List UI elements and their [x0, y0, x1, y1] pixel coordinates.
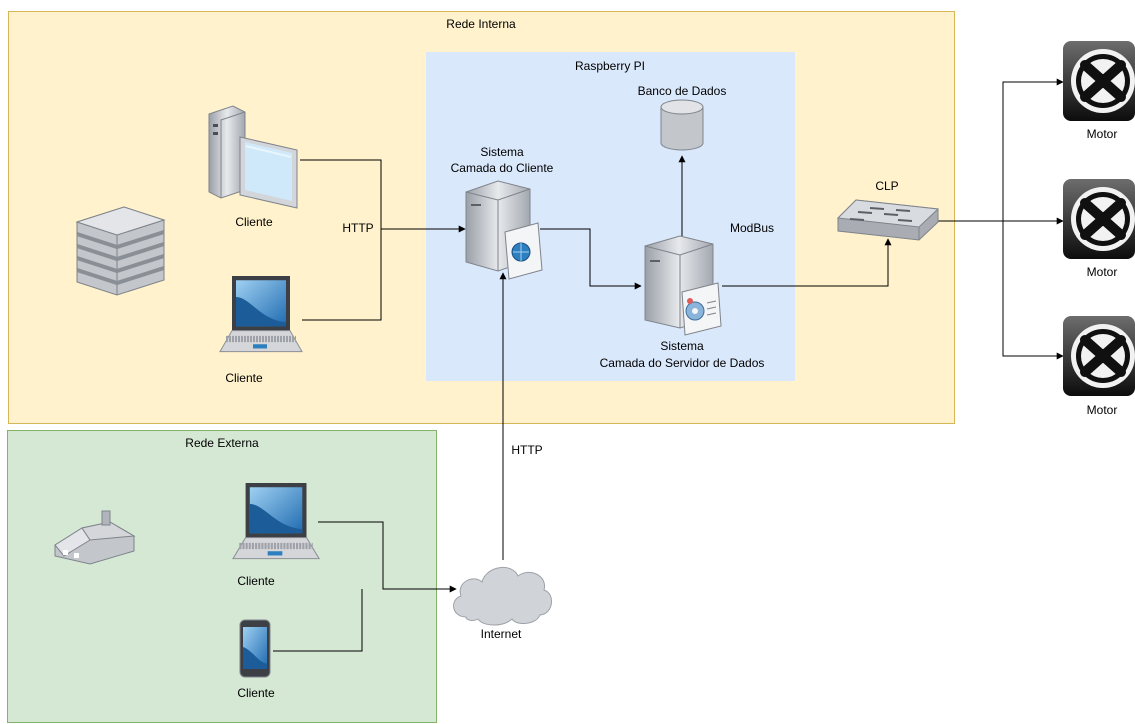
- web-server-icon: [465, 180, 543, 280]
- edge-laptop-to-client-system: [302, 229, 382, 321]
- node-house: [54, 510, 136, 565]
- group-rede-externa-box: [7, 430, 437, 723]
- node-client-laptop-internal-label: Cliente: [225, 371, 263, 385]
- node-client-laptop-external-label: Cliente: [237, 574, 275, 588]
- node-motor-1: Motor: [1063, 41, 1135, 141]
- group-raspberry-pi-label: Raspberry PI: [575, 59, 645, 73]
- cloud-icon: [453, 567, 552, 626]
- node-data-server-label-line2: Camada do Servidor de Dados: [600, 356, 765, 370]
- edge-phone-to-internet: [273, 589, 363, 652]
- node-motor-2-label: Motor: [1087, 265, 1118, 279]
- node-client-desktop-label: Cliente: [235, 215, 273, 229]
- edges: [273, 78, 1064, 652]
- laptop-icon: [220, 276, 302, 352]
- node-client-laptop-external: Cliente: [233, 483, 319, 588]
- node-motor-3-label: Motor: [1087, 403, 1118, 417]
- edge-labels: HTTP HTTP ModBus: [336, 220, 774, 458]
- edge-label-http-internal: HTTP: [342, 221, 373, 235]
- desktop-computer-icon: [208, 105, 298, 209]
- edge-label-http-external: HTTP: [511, 443, 542, 457]
- edge-client-system-to-data-server: [540, 228, 642, 290]
- node-clp: CLP: [836, 179, 940, 241]
- group-rede-externa: Rede Externa: [7, 430, 437, 723]
- plc-switch-icon: [836, 199, 940, 241]
- node-motor-2: Motor: [1063, 179, 1135, 279]
- node-client-phone: Cliente: [237, 619, 275, 700]
- edge-clp-to-motor-1: [938, 78, 1064, 222]
- node-motor-3: Motor: [1063, 316, 1135, 417]
- node-data-server-label-line1: Sistema: [660, 339, 704, 353]
- node-internet: Internet: [453, 567, 552, 641]
- motor-icon: [1063, 316, 1135, 396]
- edge-label-modbus: ModBus: [730, 221, 774, 235]
- edge-data-server-to-clp: [722, 238, 892, 287]
- laptop-icon: [233, 483, 319, 559]
- node-internet-label: Internet: [481, 627, 522, 641]
- node-motor-1-label: Motor: [1087, 127, 1118, 141]
- node-client-laptop-internal: Cliente: [220, 276, 302, 385]
- database-icon: [660, 99, 704, 151]
- node-client-system-label-line2: Camada do Cliente: [451, 161, 554, 175]
- node-clp-label: CLP: [875, 179, 898, 193]
- application-server-icon: [644, 235, 722, 336]
- edge-clp-to-motor-3: [1002, 221, 1064, 360]
- node-client-phone-label: Cliente: [237, 686, 275, 700]
- node-database: Banco de Dados: [638, 84, 727, 151]
- node-database-label: Banco de Dados: [638, 84, 727, 98]
- motor-icon: [1063, 179, 1135, 259]
- node-client-system-label-line1: Sistema: [480, 145, 524, 159]
- node-data-server: Sistema Camada do Servidor de Dados: [600, 235, 765, 370]
- motor-icon: [1063, 41, 1135, 121]
- office-building-icon: [75, 206, 166, 296]
- edge-desktop-to-client-system: [300, 159, 466, 233]
- group-rede-interna-label: Rede Interna: [446, 17, 516, 31]
- group-rede-externa-label: Rede Externa: [185, 436, 259, 450]
- edge-external-laptop-to-internet: [318, 521, 457, 593]
- node-client-desktop: Cliente: [208, 105, 298, 229]
- house-icon: [54, 510, 136, 565]
- node-building: [75, 206, 166, 296]
- node-client-system: Sistema Camada do Cliente: [451, 145, 554, 280]
- smartphone-icon: [239, 619, 271, 678]
